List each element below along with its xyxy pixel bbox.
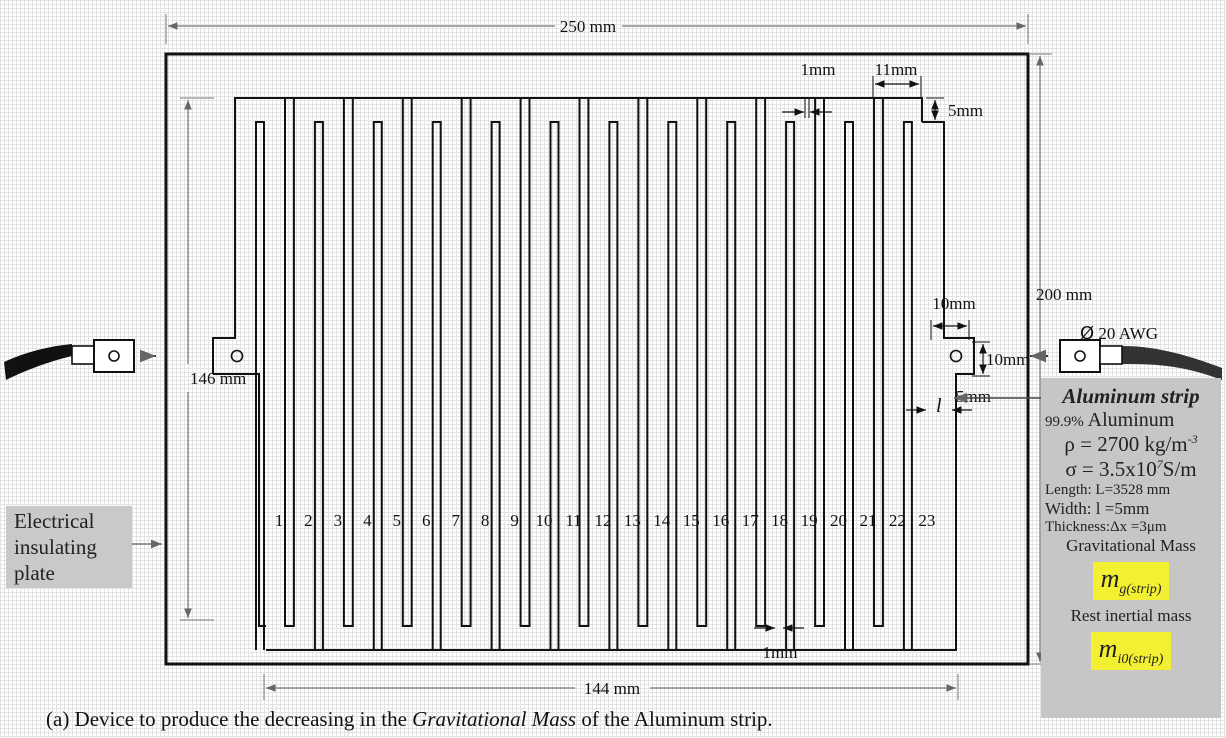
purity-line: 99.9% Aluminum	[1045, 409, 1175, 431]
figure-caption: (a) Device to produce the decreasing in …	[46, 707, 773, 731]
dim-bar: 5mm	[948, 101, 983, 120]
strip-number: 6	[422, 511, 431, 530]
dim-146: 146 mm	[190, 369, 246, 388]
conductivity-line: σ = 3.5x107S/m	[1065, 457, 1197, 481]
strip-number: 11	[565, 511, 581, 530]
dim-strip-w: 5mm	[956, 387, 991, 406]
strip-number: 8	[481, 511, 490, 530]
dim-pitch: 11mm	[875, 60, 918, 79]
strip-number: 16	[712, 511, 729, 530]
strip-number: 21	[860, 511, 877, 530]
strip-number: 12	[595, 511, 612, 530]
dim-l-symbol: l	[936, 395, 942, 417]
dim-200: 200 mm	[1036, 285, 1092, 304]
strip-number: 1	[275, 511, 284, 530]
right-connector	[1030, 339, 1222, 380]
strip-number: 15	[683, 511, 700, 530]
strip-number: 13	[624, 511, 641, 530]
grav-mass-symbol: mg(strip)	[1041, 562, 1221, 601]
strip-number: 10	[536, 511, 553, 530]
grav-mass-label: Gravitational Mass	[1066, 536, 1196, 555]
dim-pad-w: 10mm	[932, 294, 975, 313]
insulating-plate-label: Electrical insulating plate	[6, 506, 132, 588]
strip-number: 22	[889, 511, 906, 530]
strip-number: 19	[801, 511, 818, 530]
strip-number: 9	[510, 511, 519, 530]
strip-number: 14	[653, 511, 671, 530]
panel-title: Aluminum strip	[1062, 384, 1200, 408]
thickness-line: Thickness:Δx =3μm	[1045, 519, 1167, 535]
dim-144: 144 mm	[584, 679, 640, 698]
wire-gauge-text: 20 AWG	[1098, 324, 1158, 343]
rest-mass-label: Rest inertial mass	[1070, 606, 1192, 626]
insulating-plate	[164, 52, 1030, 666]
strip-number: 5	[393, 511, 402, 530]
dim-gap-bottom: 1mm	[763, 643, 798, 662]
strip-number: 3	[334, 511, 343, 530]
strip-number: 17	[742, 511, 760, 530]
diameter-symbol: Ø	[1080, 323, 1095, 344]
left-pad-hole	[230, 349, 244, 363]
strip-number: 20	[830, 511, 847, 530]
width-line: Width: l =5mm	[1045, 499, 1150, 518]
dim-pad-h: 10mm	[986, 350, 1029, 369]
strip-number: 7	[451, 511, 460, 530]
rest-mass-symbol: mi0(strip)	[1041, 632, 1221, 671]
strip-number: 2	[304, 511, 313, 530]
aluminum-strip-path	[212, 97, 975, 651]
strip-number: 18	[771, 511, 788, 530]
length-line: Length: L=3528 mm	[1045, 482, 1171, 498]
left-connector	[4, 339, 156, 380]
strip-number: 23	[918, 511, 935, 530]
dim-250: 250 mm	[560, 17, 616, 36]
density-line: ρ = 2700 kg/m-3	[1064, 432, 1198, 456]
wire-gauge-label: Ø 20 AWG	[1080, 323, 1158, 344]
strip-number: 4	[363, 511, 372, 530]
right-pad-hole	[949, 349, 963, 363]
aluminum-strip-panel: Aluminum strip 99.9% Aluminum ρ = 2700 k…	[1041, 378, 1221, 718]
dim-gap-top: 1mm	[801, 60, 836, 79]
